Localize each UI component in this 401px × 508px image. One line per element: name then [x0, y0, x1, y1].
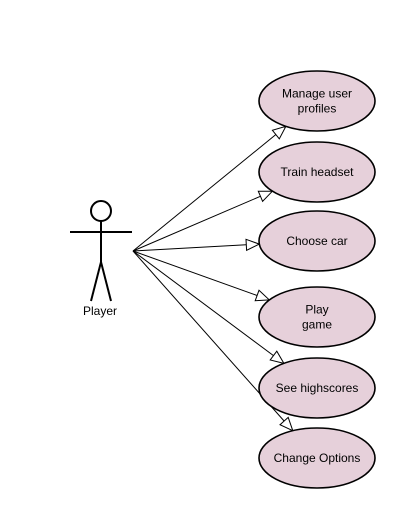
use-case-ellipse [258, 357, 376, 419]
use-case-ellipse [258, 141, 376, 203]
association-line-see-highscores [132, 250, 274, 357]
use-case-ellipse [258, 70, 376, 132]
use-case-label: Choose car [286, 234, 347, 248]
association-line-choose-car [132, 244, 247, 252]
actor-label: Player [83, 304, 117, 318]
use-case-ellipse [258, 427, 376, 489]
use-case-label: Play [305, 303, 328, 317]
use-case-ellipse [258, 286, 376, 348]
use-case-label: See highscores [276, 381, 359, 395]
use-case-label: game [302, 318, 332, 332]
actor-left-leg [90, 261, 102, 302]
use-case-label: Change Options [274, 451, 361, 465]
actor-head [90, 200, 112, 222]
associations [132, 125, 294, 432]
arrowhead-choose-car [245, 238, 261, 252]
association-line-play-game [132, 250, 258, 296]
use-case-choose-car[interactable]: Choose car [258, 210, 376, 272]
use-case-label: Manage user [282, 87, 352, 101]
use-case-train-headset[interactable]: Train headset [258, 141, 376, 203]
use-case-label: profiles [298, 102, 337, 116]
use-case-see-highscores[interactable]: See highscores [258, 357, 376, 419]
use-case-label: Train headset [281, 165, 355, 179]
arrowhead-see-highscores [269, 350, 285, 365]
use-case-ellipse [258, 210, 376, 272]
association-line-train-headset [132, 195, 261, 252]
use-case-change-options[interactable]: Change Options [258, 427, 376, 489]
actor-player: Player [70, 200, 132, 318]
actor-right-leg [100, 261, 112, 302]
arrowhead-train-headset [257, 190, 274, 203]
arrowhead-play-game [254, 289, 271, 302]
arrowhead-manage-user-profiles [271, 125, 287, 140]
association-line-manage-user-profiles [132, 134, 277, 252]
arrowhead-change-options [279, 416, 294, 432]
